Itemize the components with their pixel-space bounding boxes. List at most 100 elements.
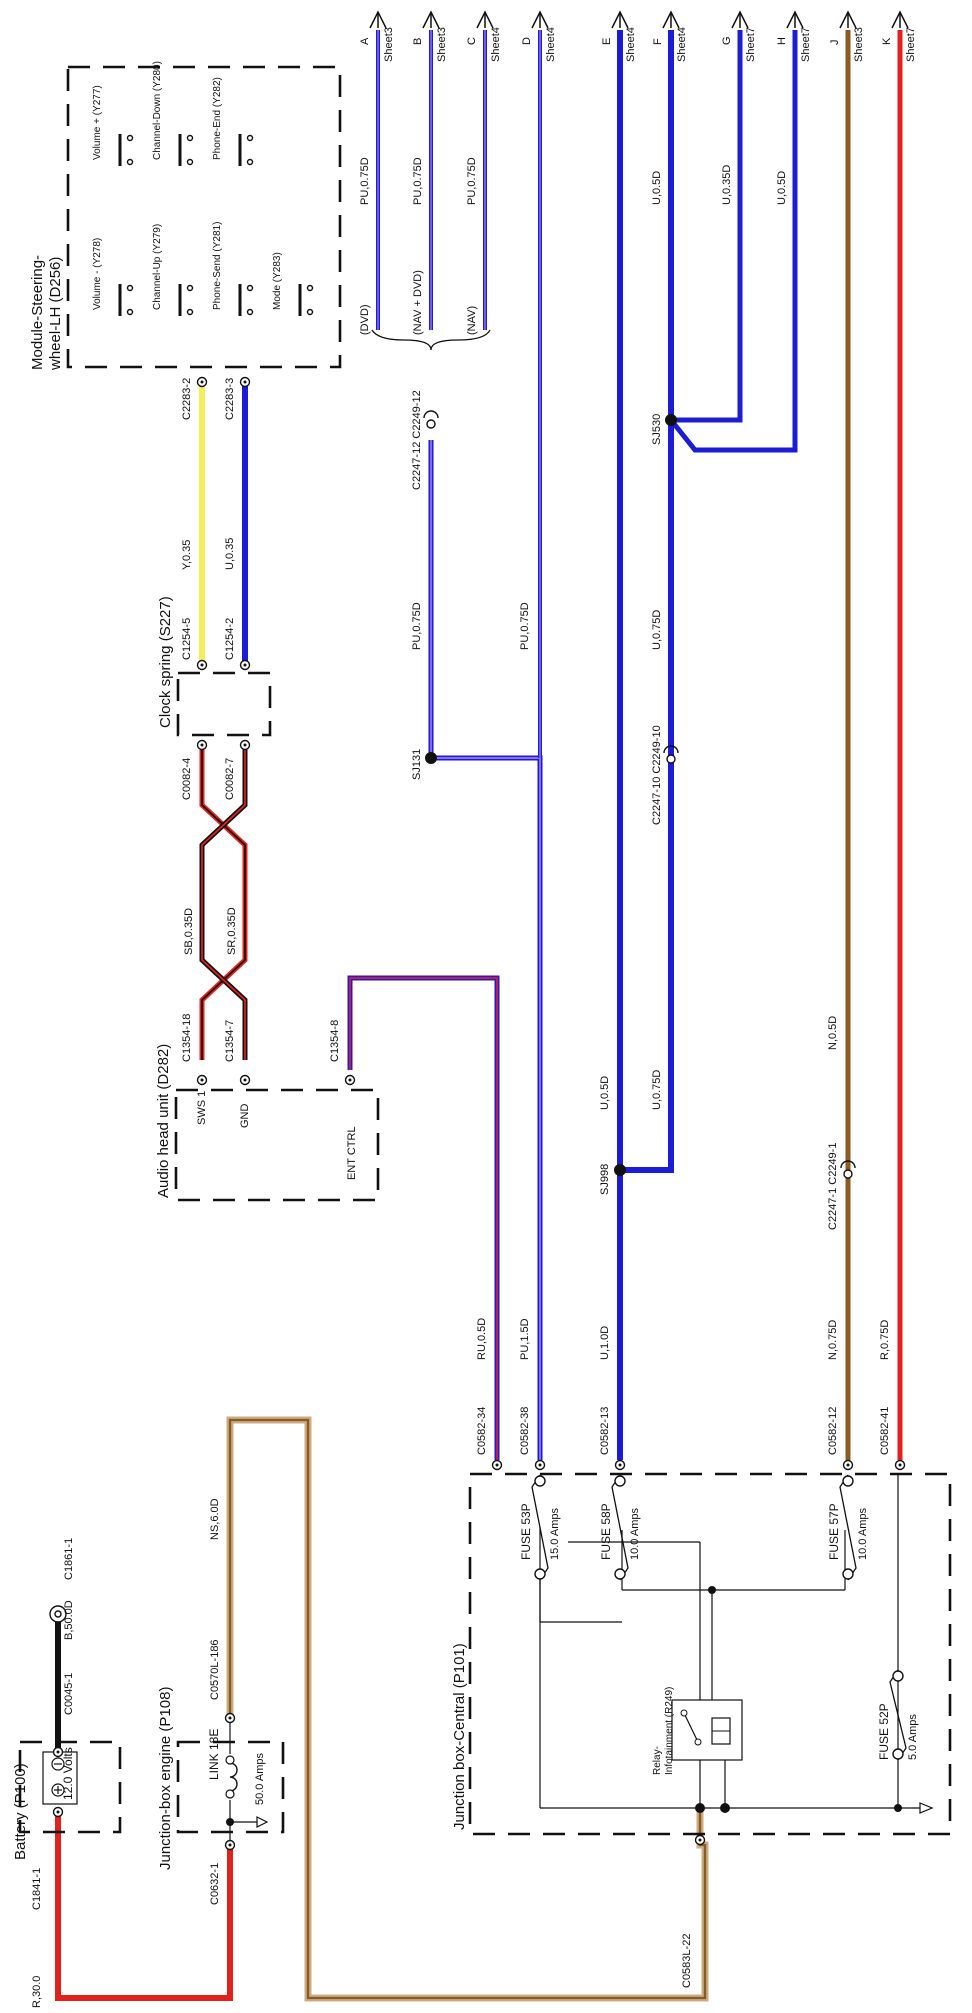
label-top-g: U,0.35D	[721, 165, 733, 205]
label-y-0-35: Y,0.35	[181, 540, 193, 570]
output-letter-c: C	[466, 37, 478, 45]
fuse-58p	[611, 1474, 629, 1581]
label-variant-dvd: (DVD)	[359, 304, 371, 335]
label-sb-0-35d: SB,0.35D	[183, 908, 195, 955]
label-jb-pin-0: C0582-34	[476, 1407, 488, 1455]
output-sheet-d: Sheet4	[545, 27, 557, 62]
pin-jb-output-0-dot	[495, 1463, 499, 1467]
label-ent-ctrl: ENT CTRL	[346, 1126, 358, 1180]
fuse-52p-end-a	[892, 1670, 904, 1682]
label-c0082-7: C0082-7	[224, 758, 236, 800]
audio-title: Audio head unit (D282)	[155, 1044, 172, 1198]
pin-c1841-1-dot	[56, 1810, 60, 1814]
battery-box	[18, 1740, 122, 1834]
label-fuse-3: FUSE 52P	[877, 1703, 891, 1760]
wire-ru-0-5d-stripe	[349, 977, 498, 1460]
label-jb-wire-1: PU,1.5D	[519, 1318, 531, 1360]
switch-label-0: Volume - (Y278)	[92, 238, 103, 310]
output-letter-d: D	[521, 37, 533, 45]
label-relay-2: Infotainment (R249)	[664, 1687, 675, 1775]
label-c1354-7: C1354-7	[224, 1020, 236, 1062]
label-u-0-75d-a: U,0.75D	[651, 1070, 663, 1110]
label-c2249-10: C2247-10 C2249-10	[651, 725, 663, 825]
fuse-57p-end-b	[842, 1568, 854, 1580]
pin-clockspring-3-dot	[243, 663, 247, 667]
label-variant-nav: (NAV)	[466, 306, 478, 335]
jb-central-title: Junction box-Central (P101)	[451, 1643, 468, 1830]
label-jb-pin-1: C0582-38	[519, 1407, 531, 1455]
output-sheet-c: Sheet4	[490, 27, 502, 62]
switch-contact-a-5	[186, 134, 194, 142]
label-c2283-2: C2283-2	[181, 378, 193, 420]
fuse-58p-end-b	[614, 1568, 626, 1580]
pin-audio-1-dot	[243, 1078, 247, 1082]
label-c0583l-22: C0583L-22	[681, 1934, 693, 1988]
pin-steering-1-dot	[243, 380, 247, 384]
wire-to-g	[671, 30, 743, 423]
inline-c2249-12	[426, 419, 436, 429]
label-pu-0-75d-b: PU,0.75D	[519, 602, 531, 650]
battery-volts: 12.0 Volts	[61, 1747, 75, 1800]
label-fuse-1: FUSE 58P	[599, 1503, 613, 1560]
steering-box	[66, 65, 342, 369]
symbol-layer	[49, 10, 909, 1851]
pin-c0632-1-dot	[228, 1843, 232, 1847]
label-c1254-2: C1254-2	[224, 618, 236, 660]
fuse-57p-end-a	[842, 1475, 854, 1487]
label-sj998: SJ998	[599, 1164, 611, 1195]
output-letter-f: F	[652, 38, 664, 45]
wire-u-0-75d	[620, 30, 674, 1173]
output-letter-j: J	[829, 40, 841, 46]
fuse-53p-end-a	[534, 1475, 546, 1487]
inline-c2249-12-cup	[423, 410, 439, 419]
label-jb-wire-0: RU,0.5D	[476, 1318, 488, 1360]
switch-contact-b-6	[246, 158, 254, 166]
inline-c2249-10-cup	[663, 745, 679, 754]
relay-infotainment-symbol	[671, 1699, 743, 1761]
clockspring-title: Clock spring (S227)	[157, 596, 174, 728]
pin-c0570l-186-dot	[228, 1716, 232, 1720]
label-u-0-75d-b: U,0.75D	[651, 610, 663, 650]
jb-engine-title: Junction-box engine (P108)	[157, 1687, 174, 1870]
splice-sj530	[665, 414, 677, 426]
pin-clockspring-0-dot	[200, 743, 204, 747]
label-gnd: GND	[239, 1104, 251, 1129]
pin-c0045-1-dot	[56, 1750, 60, 1754]
pin-c0583l-22-dot	[698, 1838, 702, 1842]
fuse-57p	[839, 1474, 857, 1581]
label-c2249-12: C2247-12 C2249-12	[411, 390, 423, 490]
clockspring-box	[176, 671, 272, 737]
pin-audio-0-dot	[200, 1078, 204, 1082]
switch-contact-b-2	[246, 308, 254, 316]
label-fuse-0: FUSE 53P	[519, 1503, 533, 1560]
label-layer: 12.0 VoltsC1841-1C0045-1B,50.0DC1861-1R,…	[31, 27, 919, 2008]
label-fuse-2: FUSE 57P	[827, 1503, 841, 1560]
switch-contact-b-3	[306, 308, 314, 316]
fuse-53p-end-b	[534, 1568, 546, 1580]
label-c0082-4: C0082-4	[181, 758, 193, 800]
label-jb-wire-2: U,1.0D	[599, 1326, 611, 1360]
switch-contact-a-6	[246, 134, 254, 142]
label-c0632-1: C0632-1	[209, 1863, 221, 1905]
switch-contact-b-5	[186, 158, 194, 166]
label-sj530: SJ530	[651, 414, 663, 445]
output-letter-h: H	[776, 37, 788, 45]
label-r-30-0: R,30.0	[31, 1976, 43, 2008]
audio-box	[174, 1088, 380, 1202]
output-sheet-e: Sheet4	[625, 27, 637, 62]
label-fuse-amps-0: 15.0 Amps	[549, 1508, 561, 1560]
pin-jb-output-3-dot	[846, 1463, 850, 1467]
inline-c2249-1-cup	[840, 1160, 856, 1169]
label-c1861-1: C1861-1	[63, 1538, 75, 1580]
steering-title-1: Module-Steering-	[29, 255, 46, 370]
wire-sr-0-35d-stripe	[201, 745, 246, 1060]
label-variant-nav-dvd: (NAV + DVD)	[412, 270, 424, 335]
output-sheet-k: Sheet7	[905, 27, 917, 62]
jb-central-box	[468, 1472, 952, 1836]
label-jb-pin-4: C0582-41	[879, 1407, 891, 1455]
pin-steering-0-dot	[200, 380, 204, 384]
label-c2283-3: C2283-3	[224, 378, 236, 420]
battery-symbol	[42, 1751, 78, 1805]
label-link-18e: LINK 18E	[207, 1729, 221, 1780]
